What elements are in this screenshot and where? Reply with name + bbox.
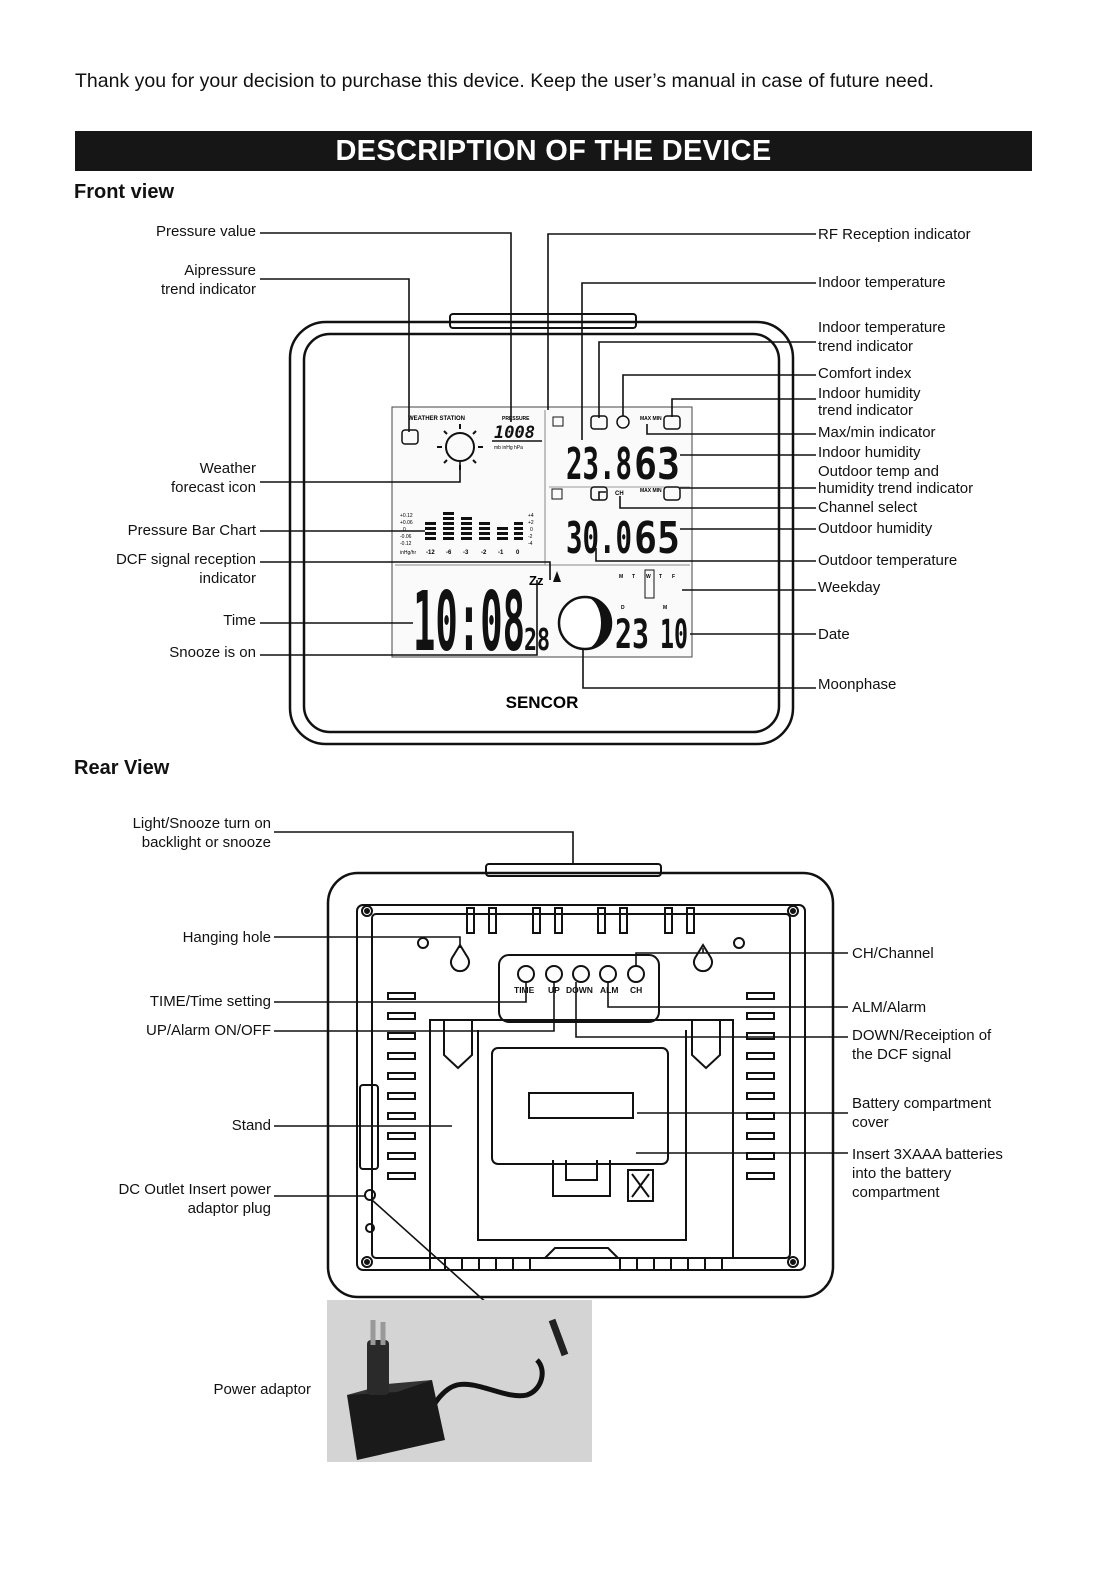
- label-pressure-bar-chart: Pressure Bar Chart: [127, 522, 256, 539]
- bar-unit: inHg/hr: [400, 550, 416, 556]
- label-weekday: Weekday: [818, 579, 881, 596]
- button-label-alm: ALM: [600, 985, 618, 995]
- bar-scale-r4: -4: [528, 541, 533, 547]
- label-outdoor-temperature: Outdoor temperature: [818, 552, 958, 569]
- svg-text:T: T: [659, 574, 662, 580]
- pressure-units: mb inHg hPa: [494, 445, 523, 451]
- day-label: D: [621, 605, 625, 611]
- label-outdoor-trend: Outdoor temp and humidity trend indicato…: [818, 463, 974, 497]
- label-moonphase: Moonphase: [818, 676, 897, 693]
- svg-text:F: F: [672, 574, 675, 580]
- label-indoor-temp-trend: Indoor temperature trend indicator: [818, 319, 946, 355]
- svg-text:M: M: [619, 574, 623, 580]
- label-indoor-humidity: Indoor humidity: [818, 444, 921, 461]
- label-pressure-value: Pressure value: [155, 223, 256, 240]
- section-banner: DESCRIPTION OF THE DEVICE: [75, 131, 1032, 171]
- bar-hour-5: 0: [516, 550, 520, 556]
- label-stand: Stand: [231, 1117, 271, 1134]
- bar-scale-l3: -0.06: [400, 534, 412, 540]
- station-label: WEATHER STATION: [408, 416, 465, 422]
- label-indoor-temperature: Indoor temperature: [818, 274, 946, 291]
- label-dcf-signal: DCF signal reception indicator: [115, 551, 256, 587]
- label-power-adaptor: Power adaptor: [213, 1381, 311, 1398]
- outdoor-icon: [551, 488, 563, 500]
- button-label-up: UP: [548, 985, 560, 995]
- pressure-label: PRESSURE: [502, 416, 530, 422]
- label-alm-alarm: ALM/Alarm: [852, 999, 927, 1016]
- button-label-time: TIME: [514, 985, 535, 995]
- brand-logo: SENCOR: [506, 693, 579, 712]
- label-insert-batteries: Insert 3XAAA batteries into the battery …: [852, 1146, 1003, 1201]
- pressure-bar-chart: +0.12 +0.06 0 -0.06 -0.12 +4 +2 0 -2 -4 …: [400, 512, 534, 556]
- label-ch-channel: CH/Channel: [852, 945, 934, 962]
- power-adaptor-photo: [327, 1300, 592, 1462]
- bar-scale-l2: 0: [403, 527, 406, 533]
- bar-scale-r0: +4: [528, 513, 534, 519]
- front-view-heading: Front view: [74, 181, 175, 203]
- bar-scale-l0: +0.12: [400, 513, 413, 519]
- rear-leader-lines: [274, 831, 848, 1359]
- label-airpressure-trend: Aipressure trend indicator: [160, 262, 256, 298]
- label-light-snooze: Light/Snooze turn on backlight or snooze: [132, 815, 271, 851]
- bar-hour-4: -1: [498, 550, 504, 556]
- front-leader-lines: [260, 232, 816, 689]
- outdoor-temp-value: 30.0: [566, 513, 632, 564]
- intro-text: Thank you for your decision to purchase …: [75, 70, 934, 92]
- label-time-setting: TIME/Time setting: [149, 993, 271, 1010]
- moon-icon: [557, 595, 613, 651]
- label-hanging-hole: Hanging hole: [182, 929, 271, 946]
- label-maxmin: Max/min indicator: [818, 424, 936, 441]
- pressure-trend-icon: [401, 429, 419, 445]
- bar-scale-r3: -2: [528, 534, 533, 540]
- home-icon: [552, 416, 564, 427]
- label-rf-reception: RF Reception indicator: [818, 226, 971, 243]
- indoor-humidity-value: 63: [634, 439, 680, 490]
- date-month: 10: [660, 612, 688, 658]
- label-dc-outlet: DC Outlet Insert power adaptor plug: [118, 1181, 271, 1217]
- label-battery-cover: Battery compartment cover: [852, 1095, 992, 1131]
- bar-hour-1: -6: [446, 550, 452, 556]
- rear-button-labels: TIME UP DOWN ALM CH: [514, 985, 642, 995]
- bar-hour-2: -3: [463, 550, 469, 556]
- rear-view-heading: Rear View: [74, 757, 170, 779]
- label-comfort-index: Comfort index: [818, 365, 912, 382]
- label-down-dcf: DOWN/Receiption of the DCF signal: [852, 1027, 992, 1063]
- bar-hour-3: -2: [481, 550, 487, 556]
- svg-text:T: T: [632, 574, 635, 580]
- outdoor-humidity-trend-icon: [663, 486, 681, 501]
- label-snooze: Snooze is on: [169, 644, 256, 661]
- label-weather-forecast-icon: Weather forecast icon: [170, 460, 256, 496]
- label-indoor-humidity-trend: Indoor humidity trend indicator: [818, 385, 921, 419]
- button-label-down: DOWN: [566, 985, 593, 995]
- label-outdoor-humidity: Outdoor humidity: [818, 520, 933, 537]
- label-time: Time: [223, 612, 256, 629]
- svg-text:W: W: [646, 574, 651, 580]
- outdoor-humidity-value: 65: [634, 513, 680, 564]
- label-date: Date: [818, 626, 850, 643]
- maxmin-outdoor: MAX MIN: [640, 488, 662, 494]
- label-up-alarm: UP/Alarm ON/OFF: [145, 1022, 271, 1039]
- date-day: 23: [615, 612, 649, 658]
- dcf-antenna-icon: [553, 571, 561, 582]
- bar-hour-0: -12: [426, 550, 435, 556]
- maxmin-indoor: MAX MIN: [640, 416, 662, 422]
- month-label: M: [663, 605, 667, 611]
- bar-scale-l4: -0.12: [400, 541, 412, 547]
- button-label-ch: CH: [630, 985, 642, 995]
- indoor-temp-value: 23.8: [566, 439, 632, 490]
- label-channel-select: Channel select: [818, 499, 918, 516]
- pressure-value: 1008: [494, 423, 535, 443]
- bar-scale-l1: +0.06: [400, 520, 413, 526]
- time-value: 10:08: [413, 575, 525, 670]
- bar-scale-r1: +2: [528, 520, 534, 526]
- channel-indicator: CH: [615, 491, 624, 497]
- bar-scale-r2: 0: [530, 527, 533, 533]
- front-view-diagram: WEATHER STATION PRESSURE 1008 mb inHg hP…: [260, 232, 816, 746]
